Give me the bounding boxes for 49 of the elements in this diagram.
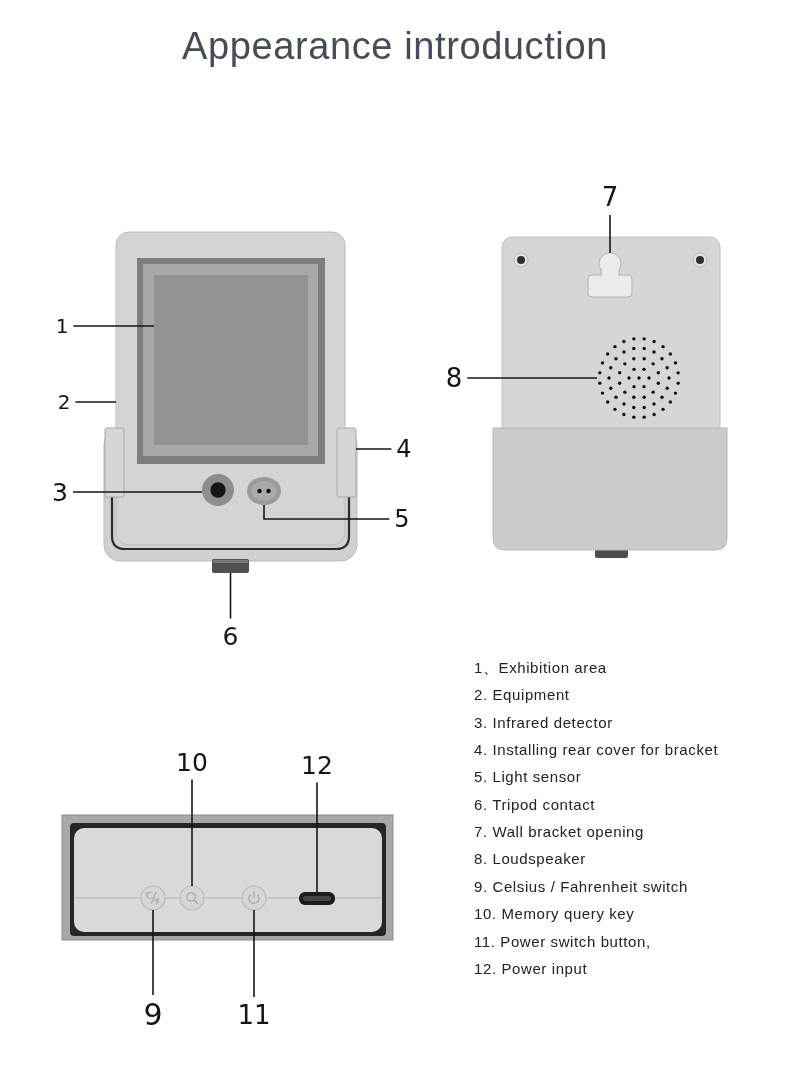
list-item: 11. Power switch button,	[474, 932, 651, 951]
callout-number: 8	[445, 365, 463, 391]
leader-line	[263, 504, 391, 520]
callout-number: 7	[601, 184, 619, 210]
leader-line	[152, 909, 154, 996]
list-item: 2. Equipment	[474, 686, 570, 705]
leader-line	[316, 781, 318, 893]
leader-line	[466, 377, 598, 379]
display-screen	[154, 275, 308, 445]
list-item: 3. Infrared detector	[474, 713, 613, 732]
callout-number: 2	[57, 392, 71, 412]
speaker-grille	[598, 337, 680, 419]
usb-port	[299, 892, 335, 905]
leader-line	[355, 448, 393, 450]
title: Appearance introduction	[182, 25, 608, 69]
list-item: 4. Installing rear cover for bracket	[474, 741, 719, 760]
list-item: 5. Light sensor	[474, 768, 582, 787]
callout-number: 10	[176, 749, 208, 775]
callout-number: 12	[301, 752, 333, 778]
list-item: 8. Loudspeaker	[474, 850, 586, 869]
callout-number: 11	[237, 1002, 271, 1028]
tripod-mount	[212, 559, 249, 573]
callout-number: 1	[55, 316, 69, 336]
list-item: 6. Tripod contact	[474, 795, 596, 814]
leader-line	[72, 325, 155, 327]
list-item: 12. Power input	[474, 959, 588, 978]
leader-line	[74, 401, 117, 403]
magnifier-icon	[179, 885, 205, 911]
keyhole-slot	[587, 252, 633, 298]
leader-line	[253, 909, 255, 998]
device-body	[115, 231, 346, 546]
callout-number: 3	[52, 479, 68, 505]
list-item: 7. Wall bracket opening	[474, 823, 644, 842]
callout-number: 5	[394, 507, 410, 531]
sensor-window	[247, 477, 281, 505]
leader-line	[72, 491, 203, 493]
leader-line	[191, 778, 193, 887]
sensor-lens	[202, 474, 234, 506]
list-item: 1、Exhibition area	[474, 659, 607, 677]
power-icon	[241, 885, 267, 911]
list-item: 10. Memory query key	[474, 905, 635, 924]
bracket-tab	[336, 427, 357, 498]
callout-number: 6	[222, 623, 239, 649]
callout-number: 4	[396, 437, 412, 461]
leader-line	[609, 214, 611, 254]
callout-number: 9	[143, 1000, 163, 1030]
leader-line	[229, 572, 232, 620]
list-item: 9. Celsius / Fahrenheit switch	[474, 877, 688, 896]
celsius-fahrenheit-icon	[140, 885, 166, 911]
